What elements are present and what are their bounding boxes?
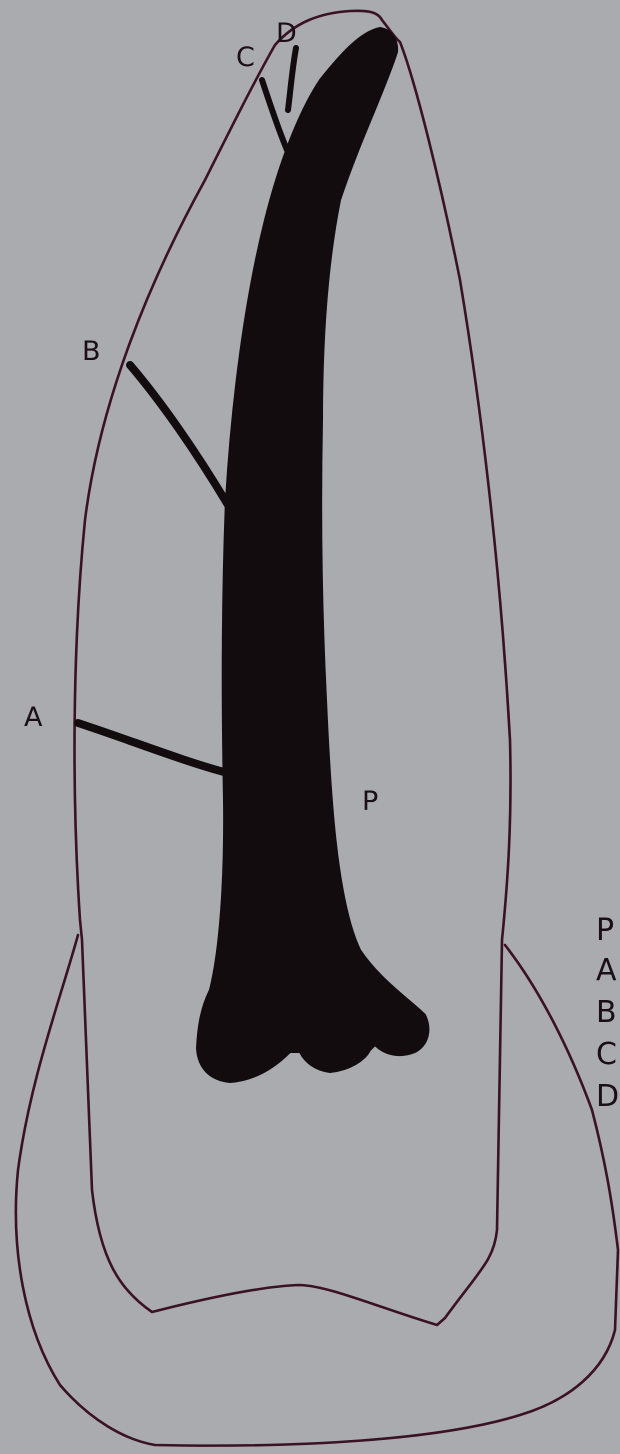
- label-c: C: [236, 42, 255, 73]
- legend-item-b: B: [596, 995, 617, 1030]
- legend-item-c: C: [596, 1037, 617, 1072]
- legend-item-d: D: [596, 1079, 619, 1114]
- label-b: B: [82, 336, 101, 367]
- label-p: P: [362, 786, 378, 817]
- lateral-canal-a: [78, 723, 224, 772]
- legend-item-p: P: [596, 913, 614, 948]
- legend: P A B C D: [596, 913, 619, 1114]
- main-canal: [197, 28, 428, 1082]
- legend-item-a: A: [596, 953, 617, 988]
- lateral-canal-d: [288, 48, 296, 110]
- lateral-canal-b: [130, 365, 228, 505]
- label-d: D: [276, 18, 297, 49]
- label-a: A: [24, 702, 43, 733]
